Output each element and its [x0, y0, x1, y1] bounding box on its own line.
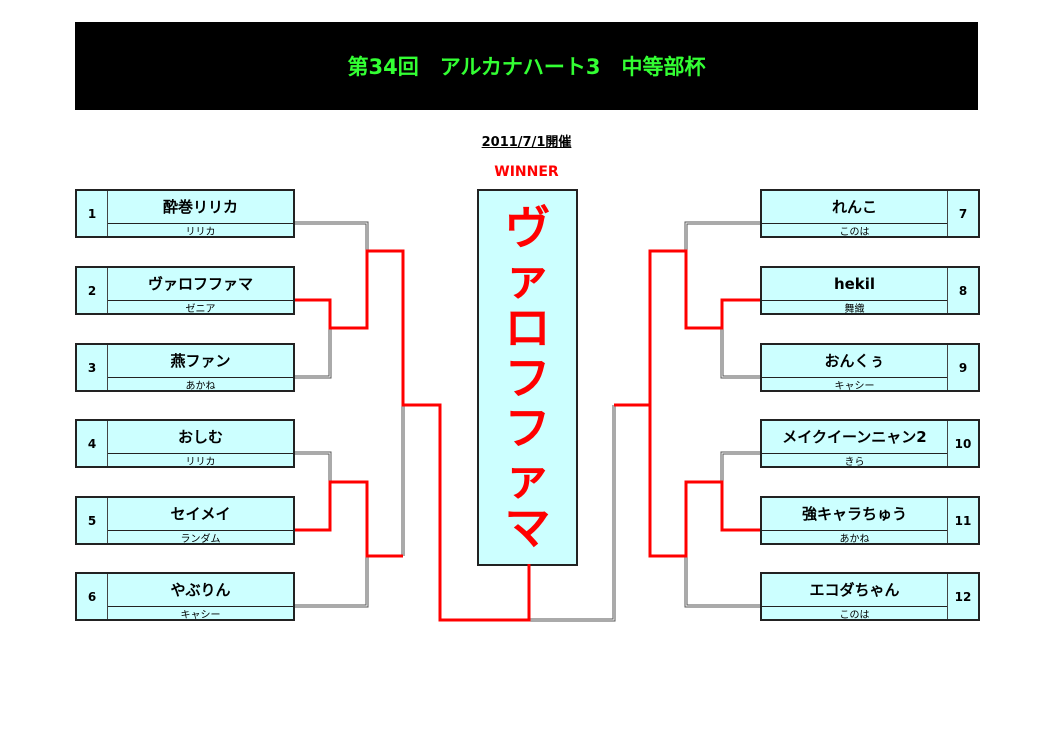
player-name: メイクイーンニャン2	[782, 428, 927, 446]
bracket-entry-8: 8 hekil 舞織	[760, 266, 980, 315]
bracket-entry-7: 7 れんこ このは	[760, 189, 980, 238]
winner-name-char: ァ	[504, 250, 551, 305]
seed-number: 4	[77, 421, 108, 466]
seed-number: 9	[947, 345, 978, 390]
player-name: れんこ	[831, 198, 877, 216]
losing-lines	[294, 221, 760, 622]
title-bar: 第34回 アルカナハート3 中等部杯	[75, 22, 978, 110]
line-3	[294, 328, 332, 379]
character-name: きら	[762, 453, 947, 468]
winner-name-char: ァ	[504, 450, 551, 505]
winner-name-char: フ	[504, 350, 551, 405]
event-date: 2011/7/1開催	[481, 135, 572, 150]
player-name: 酔巻リリカ	[162, 198, 238, 216]
seed-number: 10	[947, 421, 978, 466]
character-name: このは	[762, 223, 947, 238]
bracket-entry-1: 1 酔巻リリカ リリカ	[75, 189, 295, 238]
winner-name-char: フ	[504, 400, 551, 455]
bracket-entry-11: 11 強キャラちゅう あかね	[760, 496, 980, 545]
character-name: リリカ	[108, 223, 293, 238]
character-name: 舞織	[762, 300, 947, 315]
player-name: hekil	[833, 274, 876, 293]
player-name: 燕ファン	[170, 352, 231, 370]
winning-lines	[294, 249, 760, 622]
seed-number: 7	[947, 191, 978, 236]
player-name: やぶりん	[170, 581, 231, 599]
win-path-right-bottom	[648, 405, 760, 558]
character-name: あかね	[108, 377, 293, 392]
seed-number: 5	[77, 498, 108, 543]
player-name: ヴァロフファマ	[147, 275, 253, 293]
line-4	[294, 451, 332, 482]
player-name: 強キャラちゅう	[801, 505, 907, 523]
line-final-right	[529, 405, 616, 622]
line-12	[684, 556, 760, 608]
player-name: おしむ	[177, 428, 223, 446]
winner-label: WINNER	[494, 164, 559, 180]
character-name: ゼニア	[108, 300, 293, 315]
seed-number: 8	[947, 268, 978, 313]
player-name: エコダちゃん	[809, 581, 900, 599]
bracket-entry-4: 4 おしむ リリカ	[75, 419, 295, 468]
seed-number: 2	[77, 268, 108, 313]
win-path-left-bottom	[294, 480, 403, 558]
bracket-entry-12: 12 エコダちゃん このは	[760, 572, 980, 621]
line-1	[294, 221, 369, 251]
win-path-left-top	[294, 249, 531, 622]
seed-number: 3	[77, 345, 108, 390]
seed-number: 11	[947, 498, 978, 543]
tournament-title: 第34回 アルカナハート3 中等部杯	[347, 55, 706, 79]
player-name: セイメイ	[170, 505, 231, 523]
bracket-entry-9: 9 おんくぅ キャシー	[760, 343, 980, 392]
seed-number: 12	[947, 574, 978, 619]
bracket-entry-10: 10 メイクイーンニャン2 きら	[760, 419, 980, 468]
seed-number: 6	[77, 574, 108, 619]
line-9	[720, 328, 760, 379]
line-6	[294, 556, 369, 608]
bracket-entry-5: 5 セイメイ ランダム	[75, 496, 295, 545]
line-10	[720, 451, 760, 482]
seed-number: 1	[77, 191, 108, 236]
losing-lines-inner	[294, 222, 760, 621]
winner-name-char: ヴ	[504, 200, 551, 255]
player-name: おんくぅ	[824, 352, 885, 370]
bracket-entry-2: 2 ヴァロフファマ ゼニア	[75, 266, 295, 315]
character-name: あかね	[762, 530, 947, 545]
winner-name-char: マ	[504, 500, 551, 555]
winner-name-char: ロ	[504, 300, 551, 355]
character-name: ランダム	[108, 530, 293, 545]
win-path-right-top	[614, 249, 760, 407]
bracket-entry-6: 6 やぶりん キャシー	[75, 572, 295, 621]
character-name: リリカ	[108, 453, 293, 468]
character-name: このは	[762, 606, 947, 621]
character-name: キャシー	[108, 606, 293, 621]
line-7	[684, 221, 760, 251]
character-name: キャシー	[762, 377, 947, 392]
bracket-entry-3: 3 燕ファン あかね	[75, 343, 295, 392]
winner-box: ヴァロフファマ	[477, 189, 578, 566]
